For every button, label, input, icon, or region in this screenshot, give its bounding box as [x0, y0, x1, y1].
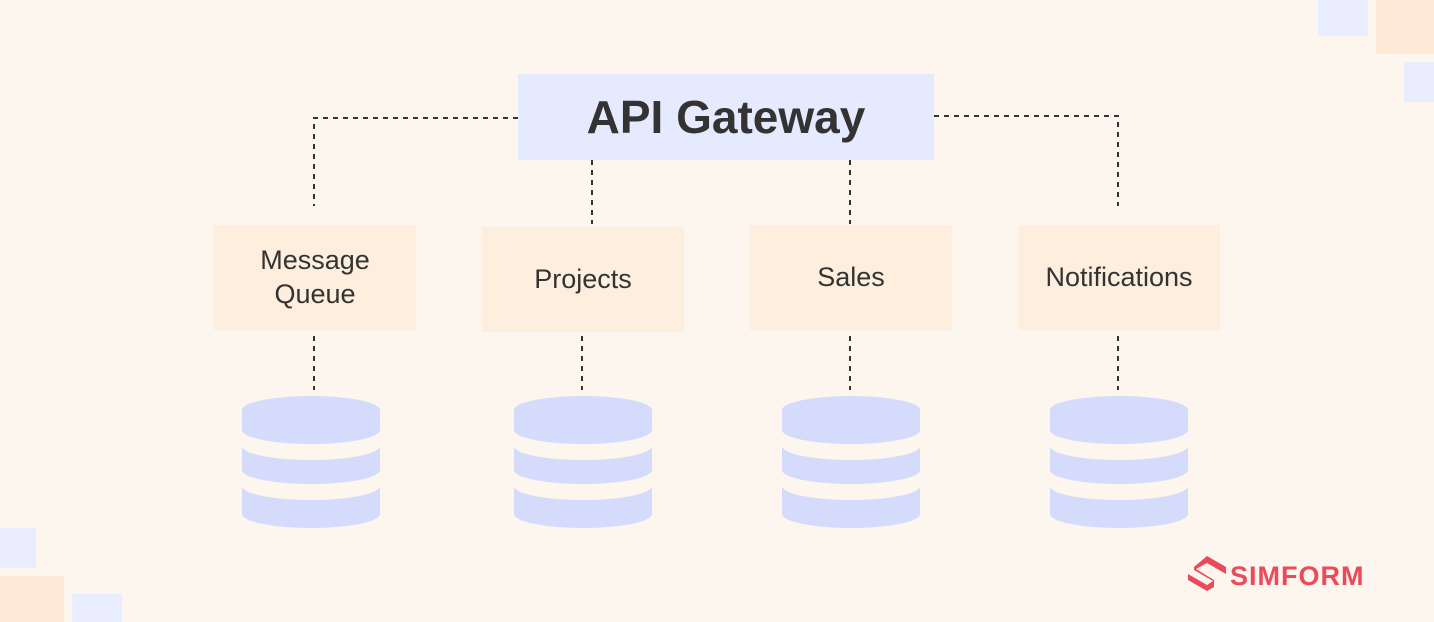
decor-square: [0, 528, 36, 568]
api-gateway-label: API Gateway: [586, 91, 866, 143]
connector-gateway-message-queue: [313, 117, 518, 206]
service-label: Notifications: [1045, 261, 1193, 292]
service-sales: Sales: [750, 225, 952, 330]
decor-square: [72, 594, 122, 622]
service-notifications: Notifications: [1018, 225, 1220, 330]
decor-square: [0, 576, 64, 622]
service-message-queue: Message Queue: [214, 225, 416, 330]
database-icon: [1050, 396, 1188, 528]
decor-square: [1404, 62, 1434, 102]
database-icon: [782, 396, 920, 528]
decor-square: [1318, 0, 1368, 36]
brand-name: SIMFORM: [1230, 560, 1365, 591]
simform-logo-icon: [1188, 556, 1226, 591]
database-icon: [514, 396, 652, 528]
simform-logo: SIMFORM: [1188, 556, 1365, 596]
service-label: Sales: [817, 261, 885, 292]
decor-square: [1376, 0, 1434, 54]
service-label: Projects: [534, 263, 632, 294]
api-gateway-box: API Gateway: [518, 74, 934, 160]
service-label: Message Queue: [260, 244, 370, 309]
service-projects: Projects: [482, 227, 684, 332]
connector-gateway-notifications: [934, 115, 1119, 206]
database-icon: [242, 396, 380, 528]
